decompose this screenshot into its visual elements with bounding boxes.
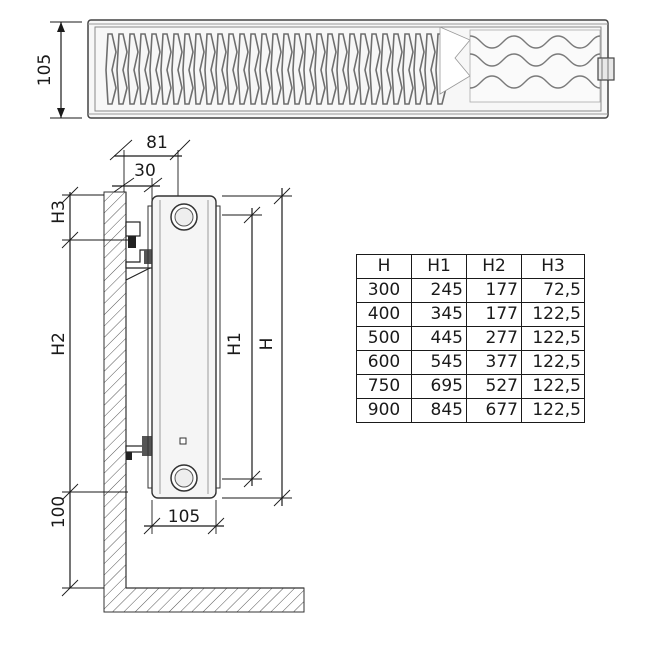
col-h2: H2 [466,254,522,279]
cell: 122,5 [521,326,585,351]
cell: 122,5 [521,398,585,423]
h1-label: H1 [225,332,245,356]
fin-loop [369,33,381,105]
cell: 445 [411,326,467,351]
depth-30-label: 30 [134,161,156,181]
cell: 677 [466,398,522,423]
fin-loop [204,33,216,105]
panel-wave-profile [469,35,601,89]
cell: 750 [356,374,412,399]
radiator-side-outline [151,195,217,499]
fin-loop [380,33,392,105]
cell: 545 [411,350,467,375]
table-row: 600 545 377 122,5 [356,350,585,375]
cell: 177 [466,302,522,327]
fin-loop [391,33,403,105]
convector-fins [105,33,447,105]
side-view: 81 30 H3 H2 100 [49,133,305,613]
top-pipe-connector [597,57,615,81]
fin-loop [138,33,150,105]
table-row: 900 845 677 122,5 [356,398,585,423]
cell: 400 [356,302,412,327]
drain-plug [179,437,187,445]
depth-81-label: 81 [146,133,168,153]
fin-loop [292,33,304,105]
col-h3: H3 [521,254,585,279]
top-view: 105 [35,19,615,119]
fin-loop [105,33,117,105]
fin-loop [226,33,238,105]
h2-label: H2 [49,332,69,356]
table-row: 300 245 177 72,5 [356,278,585,303]
cell: 527 [466,374,522,399]
fin-loop [259,33,271,105]
fin-loop [314,33,326,105]
col-h1: H1 [411,254,467,279]
fin-loop [325,33,337,105]
cell: 345 [411,302,467,327]
cell: 600 [356,350,412,375]
fin-loop [149,33,161,105]
fin-loop [424,33,436,105]
cell: 695 [411,374,467,399]
h3-label: H3 [49,200,69,224]
floor-clearance-100-label: 100 [49,496,69,528]
fin-loop [358,33,370,105]
fin-loop [413,33,425,105]
table-row: 750 695 527 122,5 [356,374,585,399]
dimension-table: H H1 H2 H3 300 245 177 72,5 400 345 177 … [356,254,585,423]
cell: 72,5 [521,278,585,303]
table-row: 400 345 177 122,5 [356,302,585,327]
cell: 245 [411,278,467,303]
cell: 845 [411,398,467,423]
fin-loop [347,33,359,105]
cell: 500 [356,326,412,351]
cell: 277 [466,326,522,351]
fin-loop [303,33,315,105]
fin-loop [193,33,205,105]
cell: 122,5 [521,350,585,375]
top-height-label: 105 [35,54,55,86]
h-label: H [257,338,277,351]
cell: 300 [356,278,412,303]
cell: 377 [466,350,522,375]
cell: 900 [356,398,412,423]
table-header-row: H H1 H2 H3 [356,254,585,279]
fin-loop [281,33,293,105]
col-h: H [356,254,412,279]
cell: 122,5 [521,302,585,327]
table-row: 500 445 277 122,5 [356,326,585,351]
fin-loop [160,33,172,105]
fin-loop [127,33,139,105]
fin-loop [215,33,227,105]
cell: 177 [466,278,522,303]
fin-loop [270,33,282,105]
fin-loop [237,33,249,105]
fin-loop [116,33,128,105]
width-105-label: 105 [168,507,200,527]
cell: 122,5 [521,374,585,399]
fin-loop [402,33,414,105]
fin-loop [248,33,260,105]
fin-loop [182,33,194,105]
fin-loop [171,33,183,105]
fin-loop [336,33,348,105]
